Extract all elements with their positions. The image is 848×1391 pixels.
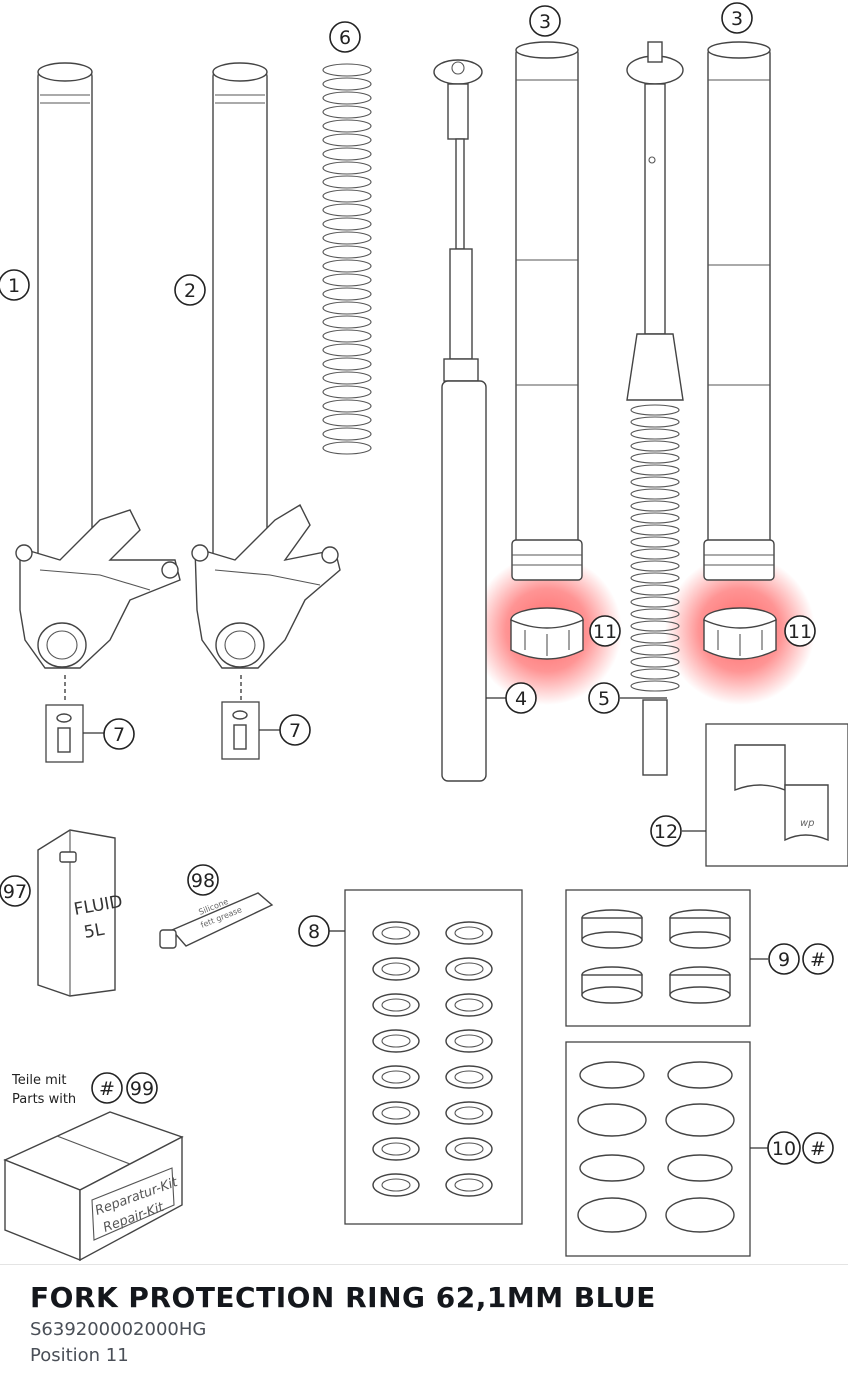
callout-8[interactable]: 8 xyxy=(298,915,330,947)
part-bolt-right[interactable] xyxy=(221,675,260,760)
part-inner-tube-left[interactable] xyxy=(511,41,583,581)
callout-9[interactable]: 9 xyxy=(768,943,800,975)
svg-text:9: 9 xyxy=(778,949,790,971)
svg-text:#: # xyxy=(810,949,826,971)
svg-text:5: 5 xyxy=(598,688,610,710)
part-outer-tube-right[interactable] xyxy=(191,62,341,669)
kit-note-2: Parts with xyxy=(12,1092,76,1107)
product-info-panel: FORK PROTECTION RING 62,1MM BLUE S639200… xyxy=(0,1264,848,1391)
part-bushing-set[interactable] xyxy=(565,889,751,1027)
part-inner-tube-right[interactable] xyxy=(703,41,775,581)
svg-text:11: 11 xyxy=(593,621,617,643)
callout-11-right[interactable]: 11 xyxy=(784,615,816,647)
svg-text:1: 1 xyxy=(8,275,20,297)
callout-99-hash[interactable]: # xyxy=(91,1072,123,1104)
callout-7-left[interactable]: 7 xyxy=(103,718,135,750)
part-spring[interactable] xyxy=(322,63,372,455)
svg-text:3: 3 xyxy=(539,11,551,33)
svg-text:6: 6 xyxy=(339,27,351,49)
svg-text:99: 99 xyxy=(130,1078,154,1100)
svg-text:2: 2 xyxy=(184,280,196,302)
part-protection-ring-left[interactable] xyxy=(510,607,584,660)
callout-4[interactable]: 4 xyxy=(505,682,537,714)
can-label-2: 5L xyxy=(82,920,106,943)
callout-98[interactable]: 98 xyxy=(187,864,219,896)
svg-text:8: 8 xyxy=(308,921,320,943)
svg-text:#: # xyxy=(99,1078,115,1100)
callout-10-hash[interactable]: # xyxy=(802,1132,834,1164)
part-cartridge-left[interactable] xyxy=(433,59,487,782)
part-protection-ring-right[interactable] xyxy=(703,607,777,660)
part-fork-protector-box[interactable]: wp xyxy=(705,723,848,867)
svg-text:4: 4 xyxy=(515,688,527,710)
svg-text:7: 7 xyxy=(113,724,125,746)
svg-text:12: 12 xyxy=(654,821,678,843)
callout-2[interactable]: 2 xyxy=(174,274,206,306)
svg-text:98: 98 xyxy=(191,870,215,892)
part-cartridge-right[interactable] xyxy=(626,41,684,776)
callout-7-right[interactable]: 7 xyxy=(279,714,311,746)
leader-lines xyxy=(83,697,768,1149)
exploded-parts-diagram: wp FLUID 5L Silicone fett grease xyxy=(0,2,848,1262)
svg-text:11: 11 xyxy=(788,621,812,643)
callout-5[interactable]: 5 xyxy=(588,682,620,714)
svg-text:7: 7 xyxy=(289,720,301,742)
callout-3-right[interactable]: 3 xyxy=(721,2,753,34)
callout-1[interactable]: 1 xyxy=(0,269,30,301)
svg-text:3: 3 xyxy=(731,8,743,30)
callout-10[interactable]: 10 xyxy=(767,1131,801,1165)
part-outer-tube-left[interactable] xyxy=(15,62,181,669)
svg-text:97: 97 xyxy=(3,881,27,903)
product-position: Position 11 xyxy=(30,1345,129,1366)
part-grease-tube[interactable]: Silicone fett grease xyxy=(159,892,274,949)
callout-6[interactable]: 6 xyxy=(329,21,361,53)
part-seal-kit[interactable] xyxy=(565,1041,751,1257)
part-bolt-left[interactable] xyxy=(45,675,84,763)
callout-12[interactable]: 12 xyxy=(650,815,682,847)
kit-note-1: Teile mit xyxy=(11,1073,66,1088)
product-title: FORK PROTECTION RING 62,1MM BLUE xyxy=(30,1281,656,1314)
callout-99[interactable]: 99 xyxy=(126,1072,158,1104)
svg-text:wp: wp xyxy=(800,818,815,829)
callout-3-left[interactable]: 3 xyxy=(529,5,561,37)
svg-text:10: 10 xyxy=(772,1138,796,1160)
callout-97[interactable]: 97 xyxy=(0,875,31,907)
part-seal-set[interactable] xyxy=(344,889,523,1225)
part-repair-kit[interactable]: Teile mit Parts with Reparatur-Kit Repai… xyxy=(3,1073,184,1262)
callout-9-hash[interactable]: # xyxy=(802,943,834,975)
part-fluid-can[interactable]: FLUID 5L xyxy=(37,829,124,997)
svg-text:#: # xyxy=(810,1138,826,1160)
product-sku: S639200002000HG xyxy=(30,1319,207,1340)
callout-11-left[interactable]: 11 xyxy=(589,615,621,647)
